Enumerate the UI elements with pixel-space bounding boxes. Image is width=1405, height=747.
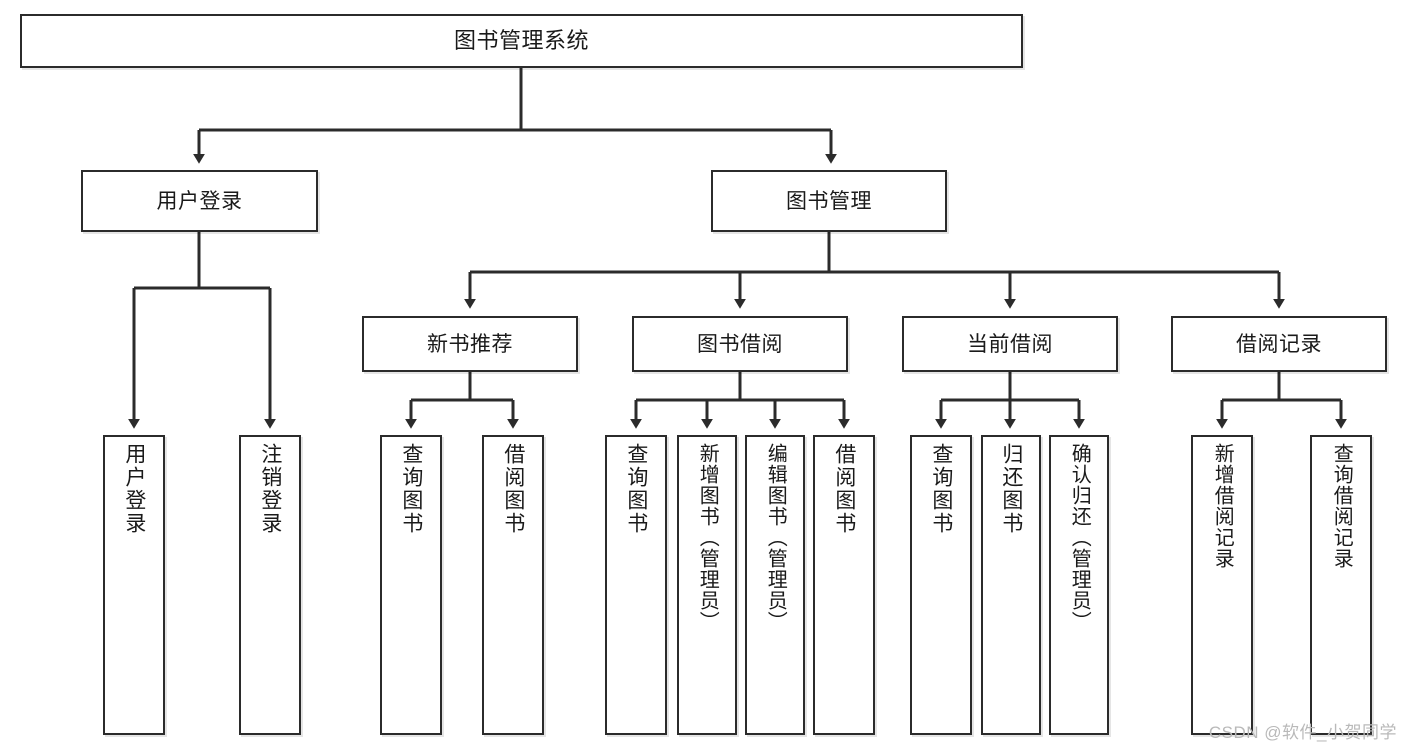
node-label: 新书推荐 (427, 332, 513, 356)
leaf-add-book-admin[interactable]: 新增图书（管理员） (677, 435, 737, 735)
leaf-edit-book-admin[interactable]: 编辑图书（管理员） (745, 435, 805, 735)
leaf-return-book[interactable]: 归还图书 (981, 435, 1041, 735)
node-book-management[interactable]: 图书管理 (711, 170, 947, 232)
node-new-book-recommend[interactable]: 新书推荐 (362, 316, 578, 372)
leaf-query-book-recommend[interactable]: 查询图书 (380, 435, 442, 735)
node-label: 当前借阅 (967, 332, 1053, 356)
node-label: 图书借阅 (697, 332, 783, 356)
leaf-borrow-book-recommend[interactable]: 借阅图书 (482, 435, 544, 735)
node-book-borrow[interactable]: 图书借阅 (632, 316, 848, 372)
node-label: 图书管理系统 (453, 28, 589, 53)
watermark: CSDN @软件_小贺同学 (1208, 723, 1397, 742)
leaf-query-book-current[interactable]: 查询图书 (910, 435, 972, 735)
node-label: 查询借阅记录 (1330, 443, 1353, 569)
node-book-management-system[interactable]: 图书管理系统 (20, 14, 1023, 68)
leaf-user-login[interactable]: 用户登录 (103, 435, 165, 735)
node-label: 归还图书 (999, 443, 1023, 535)
node-user-login[interactable]: 用户登录 (81, 170, 318, 232)
node-label: 借阅图书 (501, 443, 525, 535)
leaf-borrow-book[interactable]: 借阅图书 (813, 435, 875, 735)
leaf-logout[interactable]: 注销登录 (239, 435, 301, 735)
node-label: 用户登录 (122, 443, 146, 535)
node-label: 注销登录 (258, 443, 282, 535)
node-label: 新增图书（管理员） (696, 443, 719, 632)
node-label: 用户登录 (156, 189, 243, 213)
node-current-borrow[interactable]: 当前借阅 (902, 316, 1118, 372)
leaf-confirm-return-admin[interactable]: 确认归还（管理员） (1049, 435, 1109, 735)
leaf-query-borrow-record[interactable]: 查询借阅记录 (1310, 435, 1372, 735)
leaf-add-borrow-record[interactable]: 新增借阅记录 (1191, 435, 1253, 735)
node-label: 借阅记录 (1236, 332, 1322, 356)
node-label: 查询图书 (624, 443, 648, 535)
node-label: 借阅图书 (832, 443, 856, 535)
node-label: 查询图书 (399, 443, 423, 535)
node-label: 确认归还（管理员） (1068, 443, 1091, 632)
node-label: 查询图书 (929, 443, 953, 535)
node-borrow-record[interactable]: 借阅记录 (1171, 316, 1387, 372)
node-label: 新增借阅记录 (1211, 443, 1234, 569)
node-label: 编辑图书（管理员） (764, 443, 787, 632)
leaf-query-book-borrow[interactable]: 查询图书 (605, 435, 667, 735)
node-label: 图书管理 (786, 189, 872, 213)
